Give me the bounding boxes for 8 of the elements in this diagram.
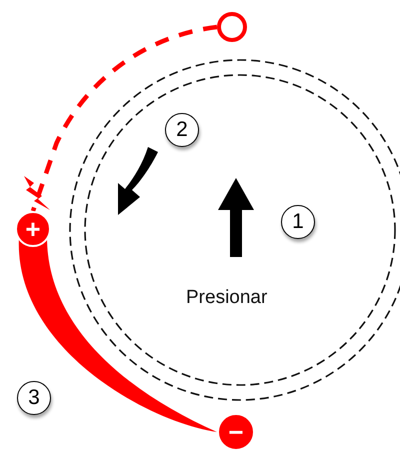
- empty-circle: [217, 12, 247, 42]
- terminal-sign: −: [228, 419, 244, 445]
- label-text: Presionar: [186, 287, 268, 309]
- terminal-sign: +: [25, 216, 41, 242]
- callout-number: 3: [17, 381, 51, 415]
- callout-number: 2: [165, 113, 199, 147]
- dashed-connector: [30, 24, 218, 212]
- callout-number: 1: [281, 205, 315, 239]
